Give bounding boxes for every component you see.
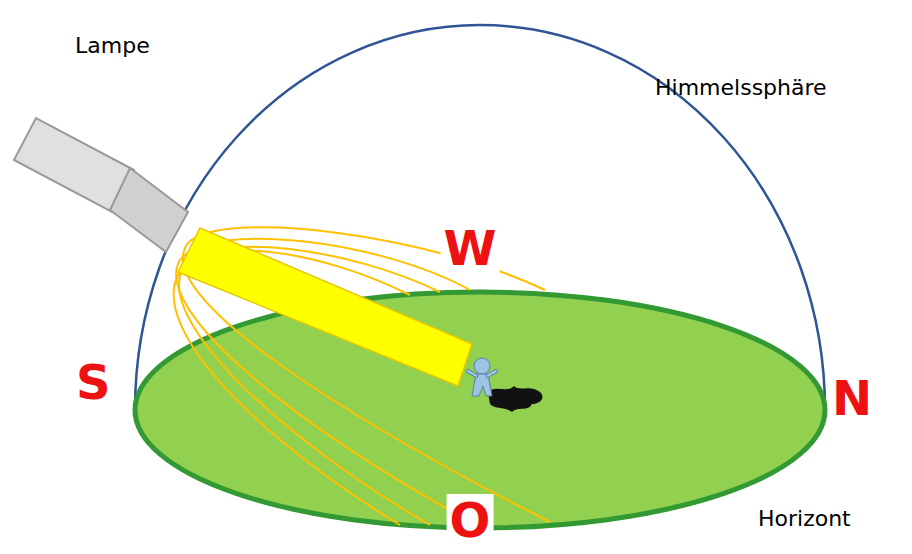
direction-label: O: [447, 494, 494, 547]
horizon-plane: [135, 292, 825, 528]
direction-label: N: [832, 372, 872, 425]
lamp-symbol: [14, 118, 188, 252]
observer-shadow: [488, 386, 542, 412]
light-beam: [178, 228, 472, 386]
direction-label: S: [76, 356, 111, 409]
direction-label: W: [441, 222, 500, 275]
observer-figure: [466, 358, 498, 396]
lamp-label: Lampe: [75, 34, 150, 58]
sphere-label: Himmelssphäre: [655, 76, 827, 100]
horizon-label: Horizont: [758, 507, 851, 531]
